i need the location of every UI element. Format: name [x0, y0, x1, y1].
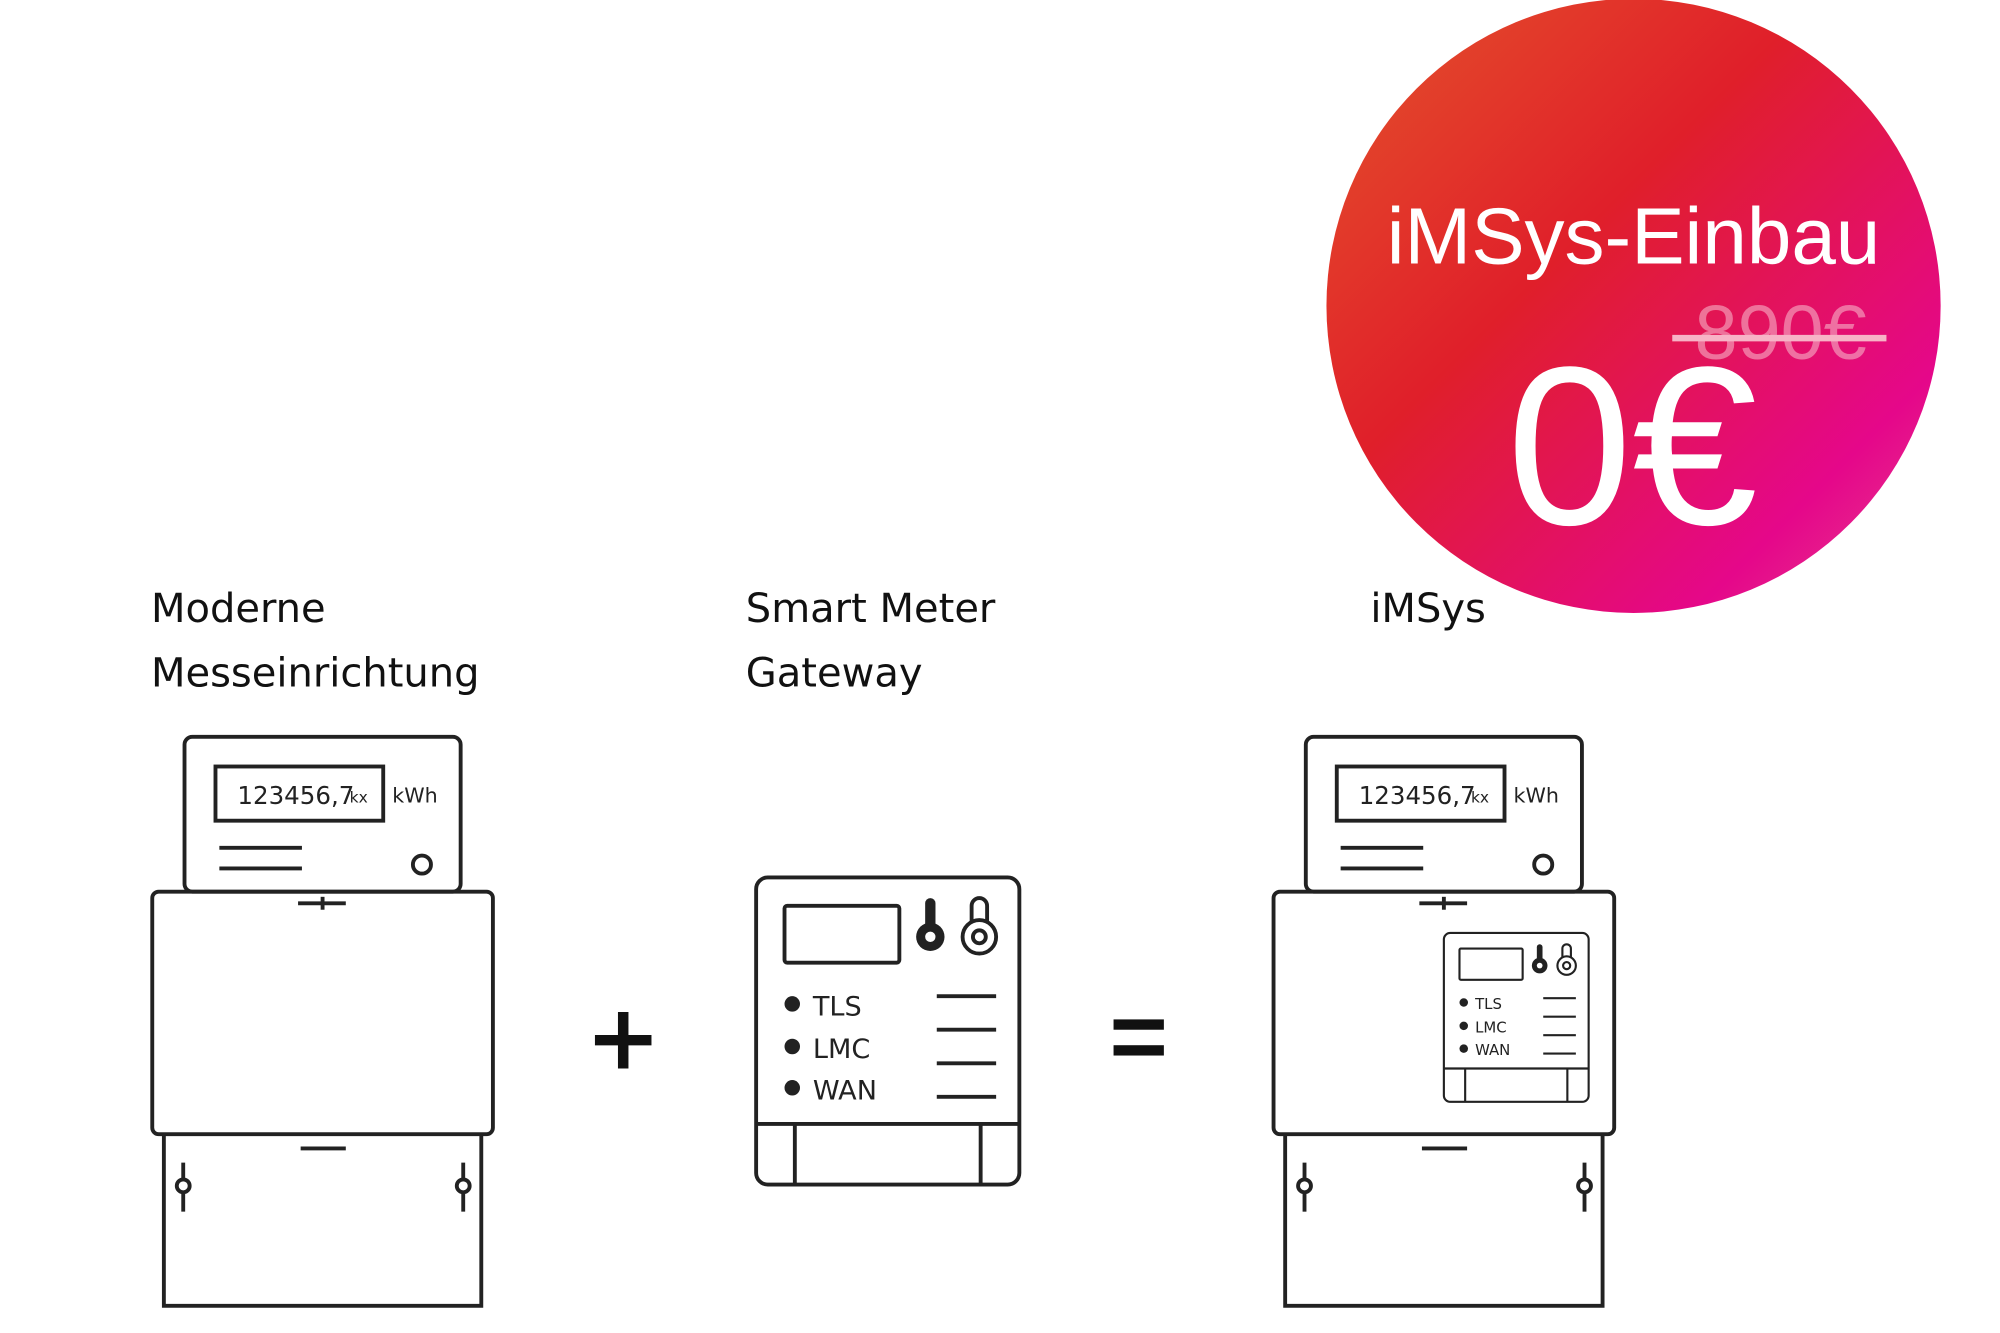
badge-title: iMSys-Einbau [1387, 191, 1881, 280]
led-label-lmc: LMC [813, 1034, 870, 1065]
led-label-wan: WAN [813, 1075, 877, 1106]
mini-led-tls: TLS [1474, 995, 1502, 1013]
mini-led-wan: WAN [1475, 1041, 1510, 1059]
equals-sign [1113, 1019, 1164, 1056]
meter-unit: kWh [392, 784, 437, 808]
label-smgw-line1: Smart Meter [746, 586, 996, 632]
label-mme-line1: Moderne [151, 586, 326, 632]
gateway-drawing: TLS LMC WAN [754, 875, 1022, 1187]
imsys-meter-reading-suffix: kx [1471, 789, 1489, 807]
modern-meter-drawing: 123456,7 kx kWh [150, 734, 495, 1308]
imsys-meter-unit: kWh [1514, 784, 1559, 808]
price-badge: iMSys-Einbau 890€ 0€ [1326, 0, 1941, 613]
label-smgw-line2: Gateway [746, 651, 923, 697]
old-price: 890€ [1695, 290, 1867, 376]
label-imsys: iMSys [1370, 586, 1486, 632]
plus-sign: + [585, 985, 661, 1090]
label-mme-line2: Messeinrichtung [151, 651, 480, 697]
badge-circle [1326, 0, 1941, 613]
mini-led-lmc: LMC [1475, 1018, 1507, 1036]
imsys-drawing: 123456,7 kx kWh TLS LMC WAN [1271, 734, 1617, 1308]
imsys-meter-reading: 123456,7 [1359, 781, 1476, 810]
led-label-tls: TLS [812, 992, 862, 1023]
meter-reading: 123456,7 [237, 781, 354, 810]
new-price: 0€ [1507, 320, 1758, 572]
meter-reading-suffix: kx [350, 789, 368, 807]
